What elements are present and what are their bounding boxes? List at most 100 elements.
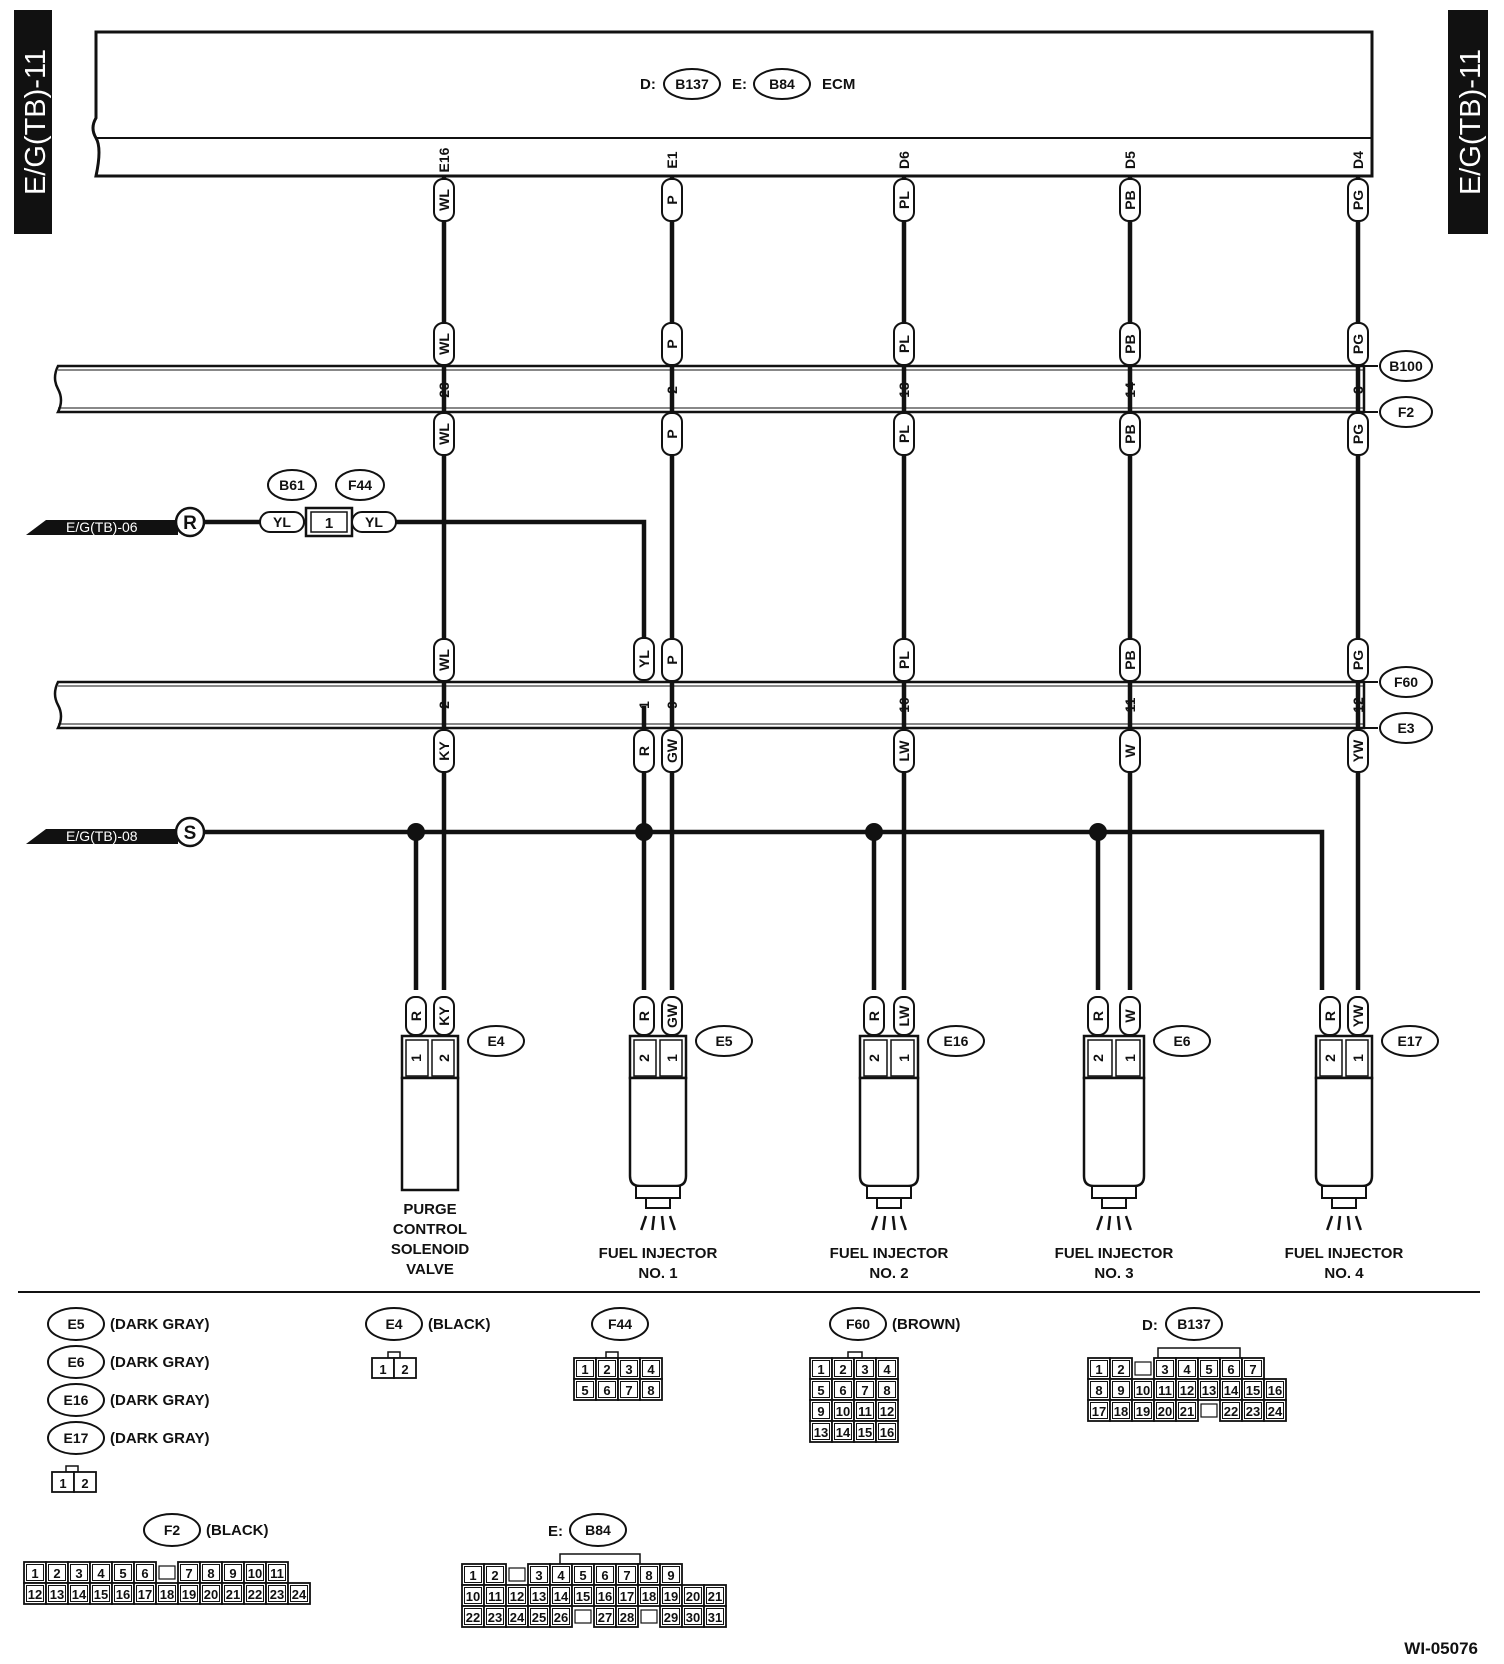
pin-cell: 1 (1095, 1362, 1102, 1377)
device-name-line: CONTROL (393, 1221, 467, 1238)
device-name-line: NO. 4 (1324, 1265, 1364, 1282)
legend-e5-oval-text: E5 (67, 1316, 84, 1332)
ecm-prefix-e: E: (732, 76, 747, 93)
device-connector: E16 (927, 1025, 985, 1057)
wire-color-ecm: PL (893, 178, 915, 222)
pin-cell: 12 (28, 1587, 42, 1602)
legend-e4-oval-text: E4 (385, 1316, 402, 1332)
wire-color-f60: WL (433, 638, 455, 682)
ground-node-2 (635, 823, 653, 841)
wire-color-ecm-text: WL (436, 189, 452, 211)
pin-cell: 15 (1246, 1383, 1260, 1398)
splice-b61-f44: B61 F44 YL 1 YL (259, 469, 397, 538)
wire-color-e3-text: W (1122, 744, 1138, 758)
pin-cell: 6 (1227, 1362, 1234, 1377)
pin-cell: 11 (858, 1404, 872, 1419)
wire-color-e3: KY (433, 729, 455, 773)
pin-cell: 29 (664, 1610, 678, 1625)
pin-cell: 5 (581, 1383, 588, 1398)
legend-b137-oval-text: B137 (1177, 1316, 1211, 1332)
wire-color-e3: LW (893, 729, 915, 773)
ground-wire-label-text: R (866, 1011, 882, 1021)
yl-branch-f60-pin: 1 (636, 701, 652, 709)
yl-branch-wire-low: R (636, 746, 652, 756)
pin-cell: 3 (535, 1568, 542, 1583)
signal-wire-label-text: W (1122, 1009, 1138, 1023)
pin-cell: 2 (53, 1566, 60, 1581)
pin-cell: 4 (97, 1566, 105, 1581)
wire-color-ecm-text: P (664, 195, 680, 204)
pin-cell: 13 (532, 1589, 546, 1604)
pin-cell: 13 (50, 1587, 64, 1602)
pin-cell: 21 (1180, 1404, 1194, 1419)
legend-e5-color: (DARK GRAY) (110, 1316, 209, 1333)
pin-cell: 18 (1114, 1404, 1128, 1419)
ground-wire-label-text: R (408, 1011, 424, 1021)
pin-cell: 24 (292, 1587, 307, 1602)
wire-color-ecm-text: PG (1350, 190, 1366, 210)
pin-cell: 3 (861, 1362, 868, 1377)
pin-cell: 1 (31, 1566, 38, 1581)
device-name-line: FUEL INJECTOR (830, 1245, 949, 1262)
ecm-pin: D6 (896, 151, 912, 169)
wire-color-b100-text: PG (1350, 334, 1366, 354)
pin-cell: 13 (1202, 1383, 1216, 1398)
ground-wire-label: R (1087, 996, 1109, 1036)
pin-cell: 12 (1180, 1383, 1194, 1398)
figure-id: WI-05076 (1404, 1639, 1478, 1658)
b100-label: B100 (1389, 358, 1423, 374)
pin-cell: 4 (647, 1362, 655, 1377)
pin-cell: 8 (207, 1566, 214, 1581)
wire-color-f60-text: PG (1350, 650, 1366, 670)
pin-cell: 1 (469, 1568, 476, 1583)
b100-pin: 23 (436, 382, 452, 398)
ground-wire-label: R (405, 996, 427, 1036)
device-connector-text: E16 (944, 1033, 969, 1049)
pin-cell: 18 (160, 1587, 174, 1602)
e3-label: E3 (1397, 720, 1414, 736)
wire-color-b100-text: P (664, 339, 680, 348)
wire-color-e3: YW (1347, 729, 1369, 773)
ecm-conn-e: B84 (769, 76, 795, 92)
legend-e5-oval: E5 (47, 1307, 105, 1341)
ground-node-1 (407, 823, 425, 841)
legend-e16-color: (DARK GRAY) (110, 1392, 209, 1409)
wire-color-e3: W (1119, 729, 1141, 773)
pin-cell: 19 (182, 1587, 196, 1602)
splice-f44: F44 (348, 477, 372, 493)
ground-wire-label-text: R (1090, 1011, 1106, 1021)
ground-bus (204, 823, 1325, 990)
pin-cell: 14 (72, 1587, 87, 1602)
pin-cell: 4 (883, 1362, 891, 1377)
pin-cell: 19 (664, 1589, 678, 1604)
wire-color-f2: WL (433, 412, 455, 456)
wire-color-f2: P (661, 412, 683, 456)
pin-cell: 16 (1268, 1383, 1282, 1398)
pin-cell: 23 (270, 1587, 284, 1602)
b100-f2-band: B100 F2 (53, 350, 1433, 428)
ground-wire-label: R (1319, 996, 1341, 1036)
pin-cell: 7 (861, 1383, 868, 1398)
b100-pin: 2 (664, 386, 680, 394)
pin-cell: 22 (248, 1587, 262, 1602)
legend-f2-oval: F2 (143, 1513, 201, 1547)
splice-b61: B61 (279, 477, 305, 493)
legend-f60-oval-text: F60 (846, 1316, 870, 1332)
device-name-line: NO. 2 (869, 1265, 908, 1282)
pin-cell: 2 (839, 1362, 846, 1377)
ecm-pin: D5 (1122, 151, 1138, 169)
ground-wire-label: R (863, 996, 885, 1036)
legend-e4-color: (BLACK) (428, 1316, 490, 1333)
f60-pin: 10 (896, 697, 912, 713)
splice-pin: 1 (325, 515, 333, 532)
pin-cell: 17 (620, 1589, 634, 1604)
pin-cell: 2 (491, 1568, 498, 1583)
signal-wire-label: GW (661, 996, 683, 1036)
pin-cell: 7 (185, 1566, 192, 1581)
pin-cell: 27 (598, 1610, 612, 1625)
ecm-conn-d-oval (663, 68, 721, 100)
